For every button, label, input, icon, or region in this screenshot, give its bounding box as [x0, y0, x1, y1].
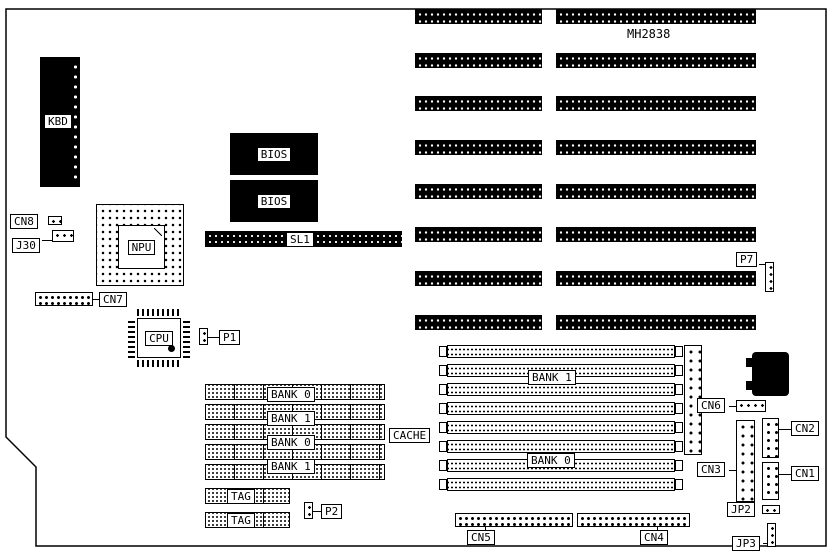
isa-slot	[556, 184, 756, 199]
cn3-connector	[736, 420, 755, 502]
simm-bank0-label: BANK 0	[527, 453, 575, 468]
isa-slot	[556, 227, 756, 242]
p7-label: P7	[736, 252, 758, 267]
simm-socket	[439, 478, 683, 491]
cpu-label: CPU	[145, 330, 173, 346]
leader-line	[313, 511, 321, 512]
kbd-label: KBD	[44, 114, 72, 129]
isa-slot	[556, 53, 756, 68]
sl1-label: SL1	[286, 232, 314, 247]
cache-chip-row	[205, 444, 385, 460]
cn8-label: CN8	[10, 214, 38, 229]
npu-socket: NPU	[96, 204, 184, 286]
cpu-body: CPU	[137, 318, 181, 358]
isa-slot	[556, 315, 756, 330]
p1-label: P1	[219, 330, 241, 345]
tag1-label: TAG	[227, 489, 255, 504]
simm-socket	[439, 402, 683, 415]
isa-slot	[415, 315, 542, 330]
bios-chip-top: BIOS	[230, 133, 318, 175]
cn6-label: CN6	[697, 398, 725, 413]
isa-slot	[415, 140, 542, 155]
j30-label: J30	[12, 238, 40, 253]
kbd-pin-dots	[70, 61, 79, 183]
cn1-label: CN1	[791, 466, 819, 481]
isa-slot	[415, 184, 542, 199]
bios-bottom-label: BIOS	[256, 193, 292, 209]
isa-slot	[556, 9, 756, 24]
bios-top-label: BIOS	[256, 146, 292, 162]
cn1-connector	[762, 462, 779, 500]
simm-socket	[439, 421, 683, 434]
p7-pin-header	[765, 262, 774, 292]
isa-slot	[415, 271, 542, 286]
simm-socket	[439, 345, 683, 358]
leader-line	[729, 470, 736, 471]
cache-label: CACHE	[389, 428, 431, 443]
leader-line	[208, 337, 219, 338]
leader-line	[657, 527, 658, 531]
part-number: MH2838	[627, 27, 671, 41]
pin1-marker	[154, 228, 162, 236]
cn6-pin-header	[736, 400, 766, 412]
leader-line	[759, 264, 766, 265]
isa-slot	[415, 9, 542, 24]
isa-slot	[556, 140, 756, 155]
j30-pin-header	[52, 230, 74, 242]
p2-pin-header	[304, 502, 313, 519]
cn2-connector	[762, 418, 779, 458]
cn5-connector	[455, 513, 573, 527]
din-keyboard-port	[752, 352, 789, 396]
p2-label: P2	[321, 504, 343, 519]
cache-bank1-label: BANK 1	[267, 411, 315, 426]
leader-line	[763, 543, 768, 544]
cpu-pins-left	[128, 318, 135, 358]
leader-line	[485, 527, 486, 531]
cn3-label: CN3	[697, 462, 725, 477]
cpu-pins-top	[137, 309, 181, 316]
leader-line	[729, 406, 736, 407]
simm-bank1-label: BANK 1	[528, 370, 576, 385]
isa-slot	[415, 53, 542, 68]
cpu-pins-bottom	[137, 360, 181, 367]
leader-line	[42, 240, 52, 241]
cache-bank1-label: BANK 1	[267, 459, 315, 474]
tag2-label: TAG	[227, 513, 255, 528]
simm-socket	[439, 364, 683, 377]
leader-line	[779, 429, 791, 430]
npu-inner-cavity: NPU	[118, 225, 165, 269]
jp2-label: JP2	[727, 502, 755, 517]
din-mount-tab	[746, 381, 753, 390]
cn4-label: CN4	[640, 530, 668, 545]
cpu-chip: CPU	[128, 309, 190, 367]
din-mount-tab	[746, 358, 753, 367]
cache-bank0-label: BANK 0	[267, 387, 315, 402]
cn7-pin-header	[35, 292, 93, 306]
cpu-pins-right	[183, 318, 190, 358]
cache-bank0-label: BANK 0	[267, 435, 315, 450]
cn7-label: CN7	[99, 292, 127, 307]
cn2-label: CN2	[791, 421, 819, 436]
cn8-pin-header	[48, 216, 62, 225]
cn5-label: CN5	[467, 530, 495, 545]
jp3-pin-header	[767, 523, 776, 547]
isa-slot	[556, 96, 756, 111]
isa-slot	[556, 271, 756, 286]
leader-line	[779, 474, 791, 475]
leader-line	[93, 299, 99, 300]
jp2-pin-header	[762, 505, 780, 514]
jp3-label: JP3	[732, 536, 760, 551]
cpu-pin1-dot	[168, 345, 175, 352]
simm-socket	[439, 440, 683, 453]
p1-pin-header	[199, 328, 208, 345]
bios-chip-bottom: BIOS	[230, 180, 318, 222]
isa-slot	[415, 96, 542, 111]
isa-slot	[415, 227, 542, 242]
npu-label: NPU	[127, 239, 156, 255]
cn4-connector	[577, 513, 690, 527]
